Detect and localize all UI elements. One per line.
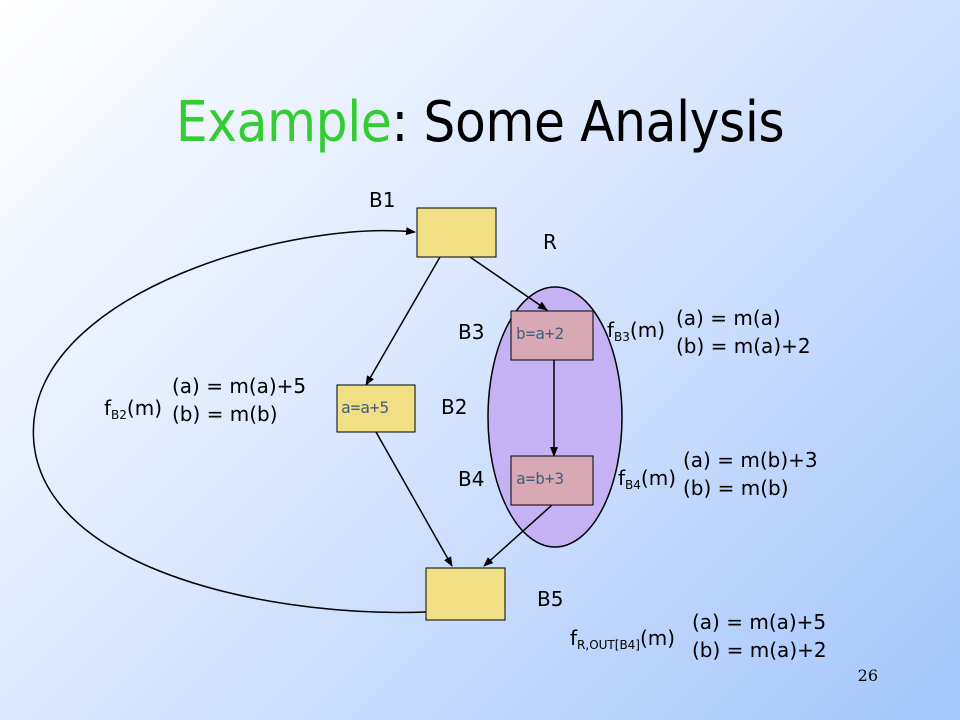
title-accent: Example <box>175 90 392 155</box>
fb2-equations: (a) = m(a)+5 (b) = m(b) <box>172 372 306 428</box>
fb4-name: fB4(m) <box>618 466 677 492</box>
block-b1 <box>416 207 497 258</box>
block-b1-label: B1 <box>369 188 396 212</box>
block-b4 <box>510 455 594 506</box>
block-b2 <box>336 384 416 433</box>
fb3-equations: (a) = m(a) (b) = m(a)+2 <box>676 304 811 360</box>
edge-b1-b3 <box>469 256 548 311</box>
back-edge-arrow <box>32 227 428 614</box>
block-b3-code: b=a+2 <box>516 324 565 343</box>
fb2-line1: (a) = m(a)+5 <box>172 374 307 398</box>
page-number: 26 <box>857 666 878 685</box>
fr-line1: (a) = m(a)+5 <box>692 610 827 634</box>
block-b2-label: B2 <box>441 395 468 419</box>
fb3-name: fB3(m) <box>607 318 666 344</box>
block-b5 <box>425 567 506 621</box>
fb2-line2: (b) = m(b) <box>172 402 278 426</box>
region-r-label: R <box>543 230 557 254</box>
fb3-line1: (a) = m(a) <box>676 306 781 330</box>
block-b3-label: B3 <box>458 320 485 344</box>
block-b2-code: a=a+5 <box>341 398 390 417</box>
fb4-line1: (a) = m(b)+3 <box>683 448 818 472</box>
fr-equations: (a) = m(a)+5 (b) = m(a)+2 <box>692 608 827 664</box>
edge-b2-b5 <box>375 431 453 567</box>
fr-name: fR,OUT[B4](m) <box>570 626 676 652</box>
block-b4-label: B4 <box>458 467 485 491</box>
fb3-line2: (b) = m(a)+2 <box>676 334 811 358</box>
fb2-name: fB2(m) <box>104 396 163 422</box>
block-b3 <box>510 310 594 361</box>
block-b5-label: B5 <box>537 587 564 611</box>
fb4-line2: (b) = m(b) <box>683 476 789 500</box>
block-b4-code: a=b+3 <box>516 469 565 488</box>
fb4-equations: (a) = m(b)+3 (b) = m(b) <box>683 446 818 502</box>
slide-title: Example: Some Analysis <box>48 88 912 158</box>
edge-b1-b2 <box>365 256 441 386</box>
fr-line2: (b) = m(a)+2 <box>692 638 827 662</box>
edge-b4-b5 <box>483 504 553 567</box>
title-rest: : Some Analysis <box>391 90 785 155</box>
